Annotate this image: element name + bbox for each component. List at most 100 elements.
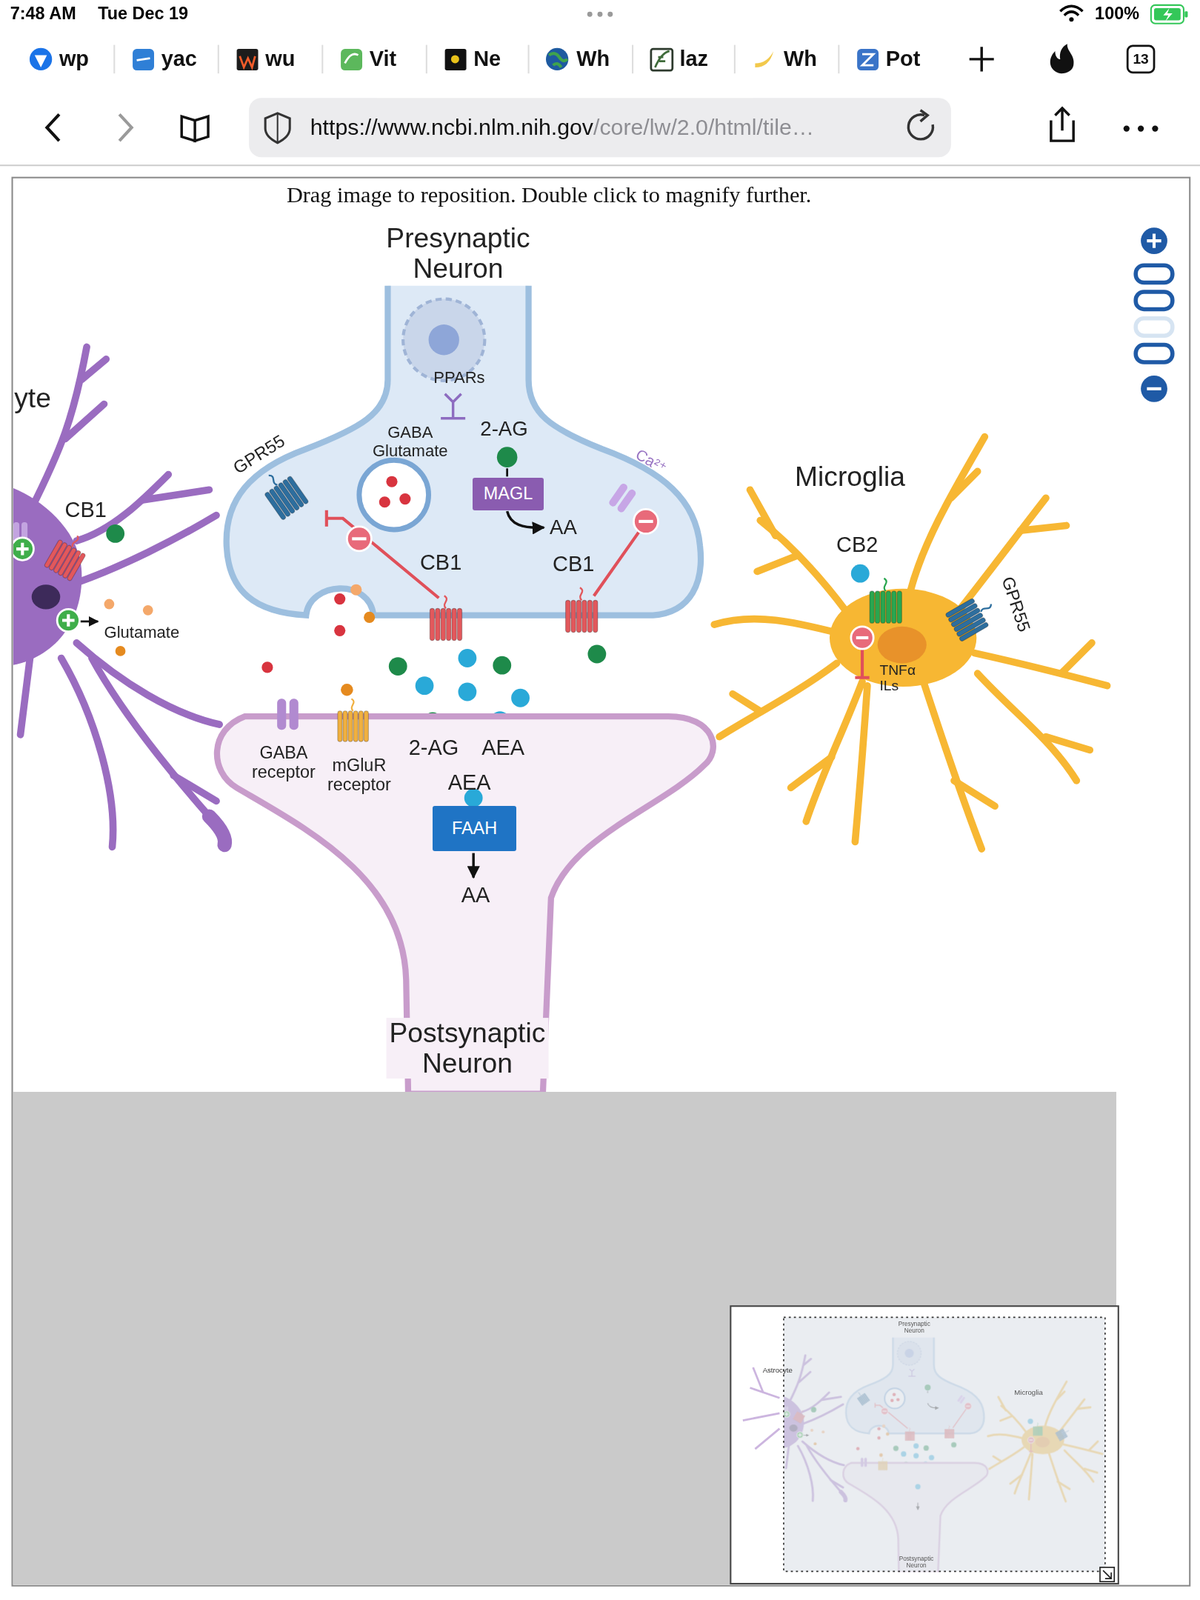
address-bar [1123,125,1130,132]
status-bar [1068,17,1074,22]
microglia [1045,737,1090,751]
microglia [714,437,1107,850]
tab-bar [114,45,839,75]
cb2-receptor [869,578,902,623]
ppar-receptor [440,394,466,419]
cytokine-label: TNFα ILs [879,661,916,693]
endocannabinoid-dots [415,676,435,695]
tab-title: Wh [783,47,818,72]
tab-bar [969,46,995,72]
synapse-illustration [13,285,1108,1092]
tab-bar [321,45,323,75]
url-host: https://www.ncbi.nlm.nih.gov [310,115,594,140]
tab-bar [1050,43,1075,74]
tab-bar [862,54,874,66]
astrocyte [20,653,32,735]
minimap [730,1305,1118,1584]
tab-title: Vit [369,47,397,72]
microglia-nucleus [877,626,927,664]
inhibition-sign [346,508,658,551]
receptor-label: GPR55 [230,431,289,479]
cell-name: Presynaptic Neuron [385,222,530,284]
inhibition-sign [638,520,653,523]
tab-title: Ne [473,47,501,72]
molecule-label: 2-AG [480,417,528,440]
microglia [1061,642,1092,674]
neurotransmitter-dots [334,625,346,637]
address-bar [1151,125,1158,132]
tab-bar [240,56,256,68]
tab-bar [651,48,673,71]
zoom-control [1146,387,1161,391]
status-text: Tue Dec 19 [97,4,189,24]
minimap-label: Postsynaptic Neuron [899,1555,935,1569]
address-bar [908,114,933,140]
status-bar [1162,8,1172,22]
microglia [951,471,978,498]
glutamate-dots [115,645,126,657]
astrocyte-nucleus [31,584,61,609]
inhibition-sign [633,508,658,534]
ligand-dot [851,564,870,583]
tab-count: 13 [1132,51,1149,67]
receptor-label: CB2 [836,533,878,558]
tab-title: Wh [576,47,610,72]
tab-bar [545,48,569,71]
activation-sign [16,542,29,556]
minimap [1100,1567,1115,1582]
cell-name: yte [14,382,52,414]
receptor-label: PPARs [433,368,485,387]
astrocyte [65,404,104,440]
endocannabinoid-dots [458,648,478,668]
presynaptic-terminal [226,285,701,616]
zoom-control [1135,265,1173,283]
receptor-label: CB1 [420,551,462,576]
molecule-label: Glutamate [104,623,180,642]
glutamate-dots [104,599,115,610]
inhibition-sign [351,537,366,540]
tab-bar [837,45,840,75]
astrocyte [208,816,225,846]
tab-bar [548,53,568,68]
receptor-label: GABA receptor [251,744,316,783]
microglia [732,694,760,712]
molecule-label: 2-AG [408,736,459,760]
astrocyte [76,642,220,725]
inhibition-line [326,510,640,598]
inhibition-sign [346,526,372,552]
receptor-label: CB1 [65,498,107,523]
mglur-receptor [337,698,369,742]
minimap [742,1367,780,1449]
neurotransmitter-dots [334,593,346,605]
tab-bar [34,54,48,68]
astrocyte [61,658,114,848]
zoom-control [1146,233,1161,248]
endocannabinoid-dots [458,682,478,702]
status-bar [607,11,613,18]
tab-bar [631,45,634,75]
tab-bar [29,48,52,71]
tab-bar [340,48,363,71]
zoom-control [1140,227,1168,255]
status-bar [1064,11,1079,16]
minimap [1102,1570,1112,1579]
tab-bar [445,48,467,71]
gpr55-receptor [257,465,309,520]
microglia [974,653,1108,686]
activation-sign [57,608,80,632]
microglia [750,489,776,536]
endocannabinoid-dots [388,657,408,676]
activation-sign [13,537,35,560]
tab-bar [1127,45,1155,73]
neurotransmitter-dots [350,584,362,596]
minimap-label: Astrocyte [762,1366,793,1375]
molecule-label: AA [549,516,578,539]
synapse-illustration [379,496,391,508]
minimap-label: Microglia [1014,1388,1043,1398]
tab-title: laz [679,47,709,72]
gpr55-receptor [945,591,1000,643]
minimap-label: Presynaptic Neuron [898,1320,931,1335]
astrocyte [173,775,217,801]
